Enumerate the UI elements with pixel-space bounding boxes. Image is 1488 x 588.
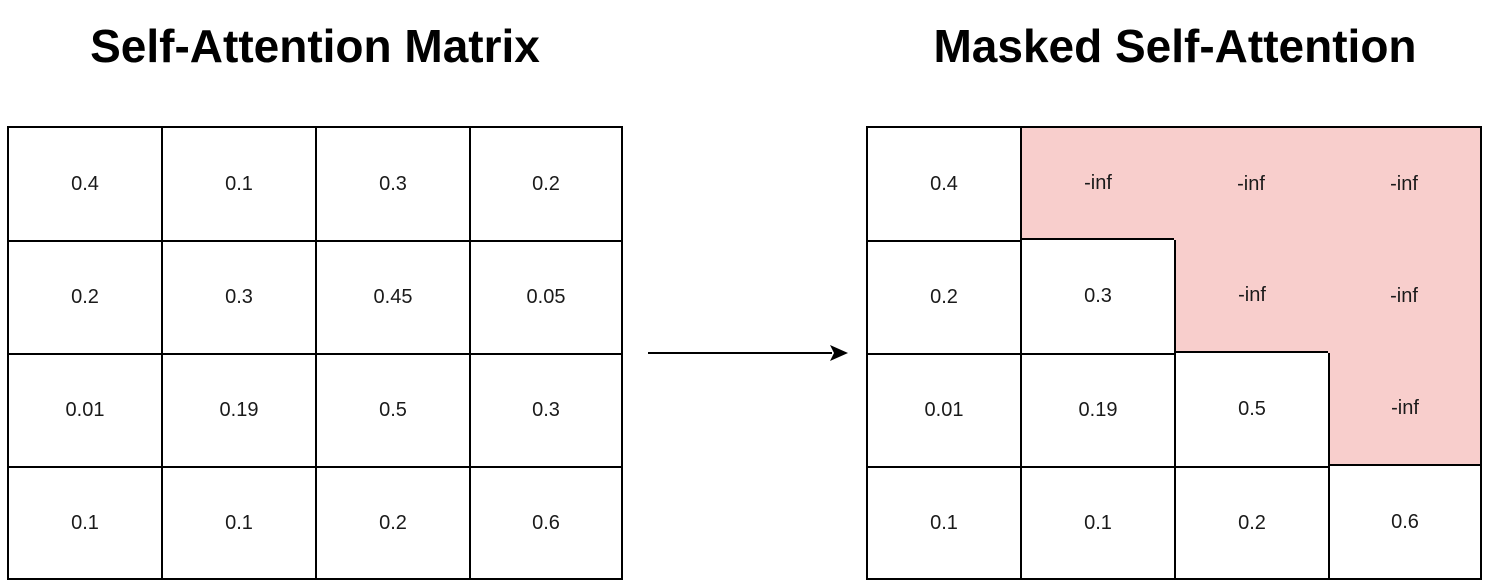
matrix-cell-r2-c1: 0.2 (7, 240, 161, 353)
matrix-cell-r2-c2: 0.3 (161, 240, 315, 353)
masked-matrix-cell-r1-c4: -inf (1328, 126, 1482, 240)
masked-matrix-cell-r1-c2: -inf (1020, 126, 1174, 240)
matrix-cell-r1-c1: 0.4 (7, 126, 161, 240)
matrix-cell-r3-c4: 0.3 (469, 353, 623, 466)
masked-matrix-cell-r4-c1: 0.1 (866, 466, 1020, 580)
masked-matrix-cell-r2-c3: -inf (1174, 240, 1328, 353)
matrix-cell-r3-c1: 0.01 (7, 353, 161, 466)
masked-matrix-cell-r2-c2: 0.3 (1020, 240, 1174, 353)
matrix-cell-r1-c3: 0.3 (315, 126, 469, 240)
matrix-cell-r3-c3: 0.5 (315, 353, 469, 466)
masked-matrix-cell-r2-c1: 0.2 (866, 240, 1020, 353)
right-arrow-icon (648, 345, 848, 361)
masked-matrix-cell-r1-c3: -inf (1174, 126, 1328, 240)
masked-matrix-cell-r4-c3: 0.2 (1174, 466, 1328, 580)
matrix-cell-r1-c2: 0.1 (161, 126, 315, 240)
masked-matrix-cell-r1-c1: 0.4 (866, 126, 1020, 240)
matrix-cell-r2-c3: 0.45 (315, 240, 469, 353)
masked-matrix-cell-r3-c4: -inf (1328, 353, 1482, 466)
masked-matrix-cell-r2-c4: -inf (1328, 240, 1482, 353)
masked-matrix-cell-r3-c1: 0.01 (866, 353, 1020, 466)
masked-matrix-cell-r4-c2: 0.1 (1020, 466, 1174, 580)
masked-matrix-cell-r3-c2: 0.19 (1020, 353, 1174, 466)
matrix-cell-r1-c4: 0.2 (469, 126, 623, 240)
masked-matrix-cell-r4-c4: 0.6 (1328, 466, 1482, 580)
matrix-cell-r3-c2: 0.19 (161, 353, 315, 466)
matrix-cell-r4-c3: 0.2 (315, 466, 469, 580)
matrix-cell-r4-c4: 0.6 (469, 466, 623, 580)
matrix-cell-r2-c4: 0.05 (469, 240, 623, 353)
matrix-cell-r4-c2: 0.1 (161, 466, 315, 580)
masked-matrix-cell-r3-c3: 0.5 (1174, 353, 1328, 466)
masked-self-attention-title: Masked Self-Attention (933, 20, 1417, 72)
matrix-cell-r4-c1: 0.1 (7, 466, 161, 580)
self-attention-matrix-title: Self-Attention Matrix (90, 20, 540, 72)
